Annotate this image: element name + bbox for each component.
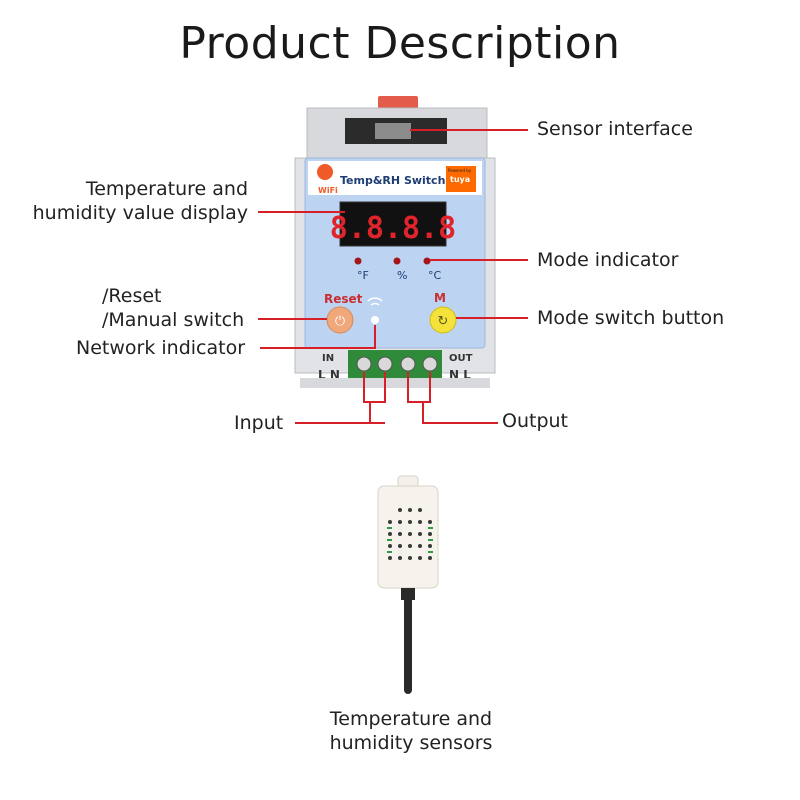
callout-output: Output: [502, 410, 568, 432]
unit-pct: %: [397, 269, 407, 282]
sensor-connector: [375, 123, 411, 139]
callout-mode-switch: Mode switch button: [537, 307, 725, 329]
callout-display: Temperature and humidity value display: [22, 178, 248, 226]
terminal-screw: [400, 356, 416, 372]
in-label: IN: [322, 353, 334, 364]
housing-bottom: [300, 378, 490, 388]
wifi-logo-icon: [317, 164, 333, 180]
callout-display-line1: Temperature and: [85, 178, 248, 200]
callout-network-indicator: Network indicator: [76, 337, 246, 359]
mode-led-f: [354, 257, 362, 265]
terminal-screw: [422, 356, 438, 372]
cable-strain-relief: [401, 588, 415, 600]
leader-lines: [258, 129, 528, 424]
terminal-screw: [377, 356, 393, 372]
device-name: Temp&RH Switch: [340, 174, 445, 187]
callout-mode-indicator: Mode indicator: [537, 249, 679, 271]
callout-input: Input: [234, 412, 284, 434]
out-label: OUT: [449, 353, 473, 364]
tuya-text: tuya: [450, 175, 470, 184]
mode-label: M: [434, 291, 446, 305]
powered-by: Powered by: [448, 168, 472, 173]
sensor-probe: [377, 485, 439, 589]
callout-reset-line1: /Reset: [102, 285, 162, 307]
callout-display-line2: humidity value display: [32, 201, 248, 224]
led-display: [339, 201, 447, 247]
power-icon: ⏻: [335, 314, 345, 329]
sensor-vents: [388, 508, 432, 560]
reset-label: Reset: [324, 292, 363, 306]
din-clip: [378, 96, 418, 110]
mode-button[interactable]: [429, 306, 457, 334]
page-title: Product Description: [179, 18, 621, 69]
led-digits: 8.8.8.8: [330, 211, 456, 246]
terminal-screw: [356, 356, 372, 372]
tuya-badge: [446, 166, 476, 192]
sensor-vents-green: [387, 527, 433, 553]
callout-sensor: Temperature and humidity sensors: [300, 708, 522, 756]
callout-sensor-line2: humidity sensors: [329, 731, 493, 754]
mode-led-pct: [393, 257, 401, 265]
unit-f: °F: [357, 269, 369, 282]
unit-c: °C: [428, 269, 442, 282]
network-wifi-icon-inner: [370, 302, 380, 306]
callout-reset-line2: /Manual switch: [102, 309, 245, 331]
network-indicator-led: [371, 316, 379, 324]
callout-sensor-interface: Sensor interface: [537, 118, 693, 140]
callout-sensor-line1: Temperature and: [329, 708, 493, 730]
cycle-icon: ↻: [438, 314, 449, 329]
network-wifi-icon: [367, 297, 383, 302]
mode-led-c: [423, 257, 431, 265]
wifi-badge: WiFi: [318, 186, 338, 195]
